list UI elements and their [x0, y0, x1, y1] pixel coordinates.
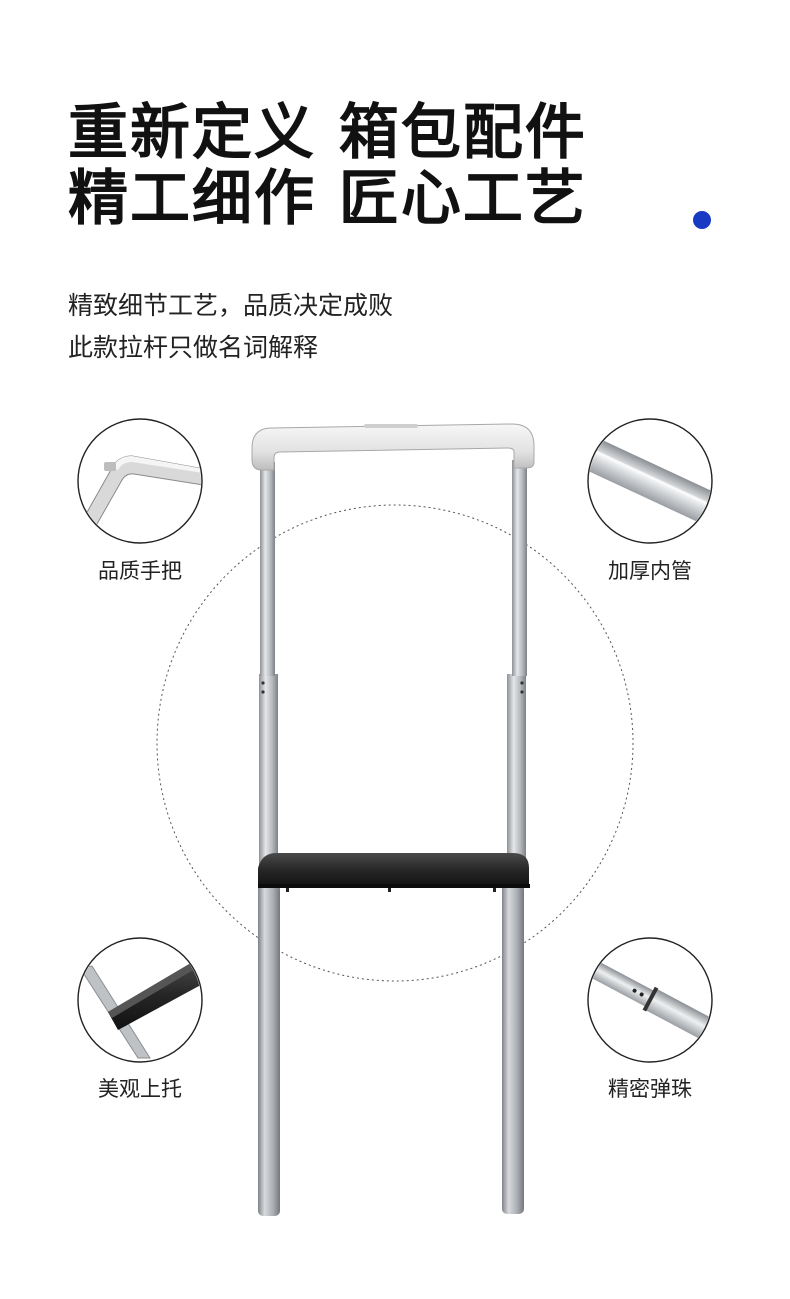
accent-dot	[693, 211, 711, 229]
left-inner-tube	[260, 462, 275, 676]
right-spring-hole-2	[520, 690, 524, 694]
detail-circle-tray	[77, 937, 203, 1063]
dashed-guide-circle	[156, 504, 634, 982]
headline-line-2: 精工细作 匠心工艺	[68, 164, 587, 234]
detail-circle-spring	[587, 937, 713, 1063]
detail-label-tray: 美观上托	[98, 1077, 182, 1101]
right-middle-tube	[507, 674, 526, 888]
right-outer-tube	[502, 884, 524, 1214]
left-middle-tube	[259, 674, 278, 888]
detail-label-spring: 精密弹珠	[608, 1077, 692, 1101]
detail-label-tube: 加厚内管	[608, 559, 692, 583]
left-spring-hole-1	[261, 681, 265, 685]
black-tray	[258, 853, 529, 888]
headline: 重新定义 箱包配件精工细作 匠心工艺	[68, 100, 587, 232]
left-spring-hole-2	[261, 690, 265, 694]
headline-line-1: 重新定义 箱包配件	[68, 98, 587, 168]
tray-foot-2	[388, 888, 391, 892]
detail-label-handle: 品质手把	[98, 559, 182, 583]
top-handle	[251, 423, 535, 471]
detail-circle-handle	[77, 418, 203, 544]
subtitle-line-1: 精致细节工艺，品质决定成败	[68, 291, 394, 320]
right-inner-tube	[512, 460, 527, 676]
handle-button	[364, 424, 418, 428]
right-spring-hole-1	[520, 681, 524, 685]
left-outer-tube	[258, 884, 280, 1216]
tray-foot-1	[286, 888, 289, 892]
tray-foot-3	[493, 888, 496, 892]
detail-circle-tube	[587, 418, 713, 544]
subtitle: 精致细节工艺，品质决定成败 此款拉杆只做名词解释	[68, 285, 393, 369]
tray-edge	[258, 884, 530, 888]
subtitle-line-2: 此款拉杆只做名词解释	[68, 333, 319, 362]
